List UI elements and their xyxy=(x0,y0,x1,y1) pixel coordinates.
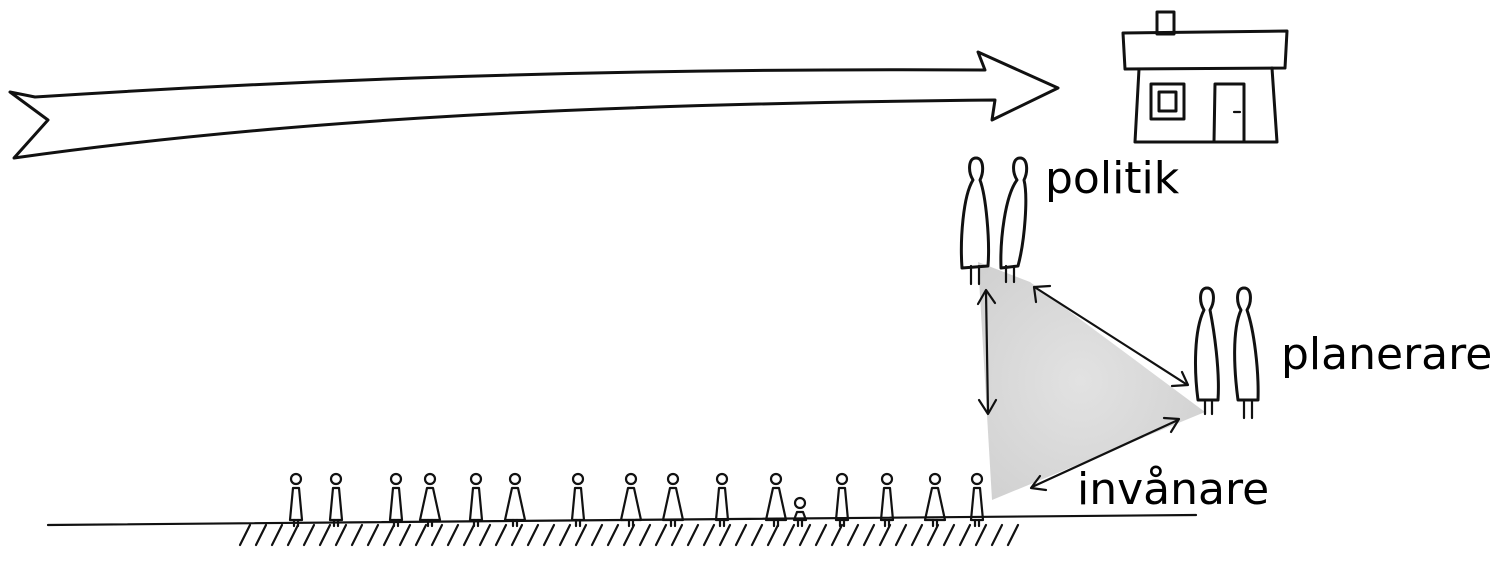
hatch-mark xyxy=(398,523,412,547)
hatch-mark xyxy=(686,523,700,547)
person-icon xyxy=(714,472,730,528)
person-icon xyxy=(834,472,850,528)
hatch-mark xyxy=(894,523,908,547)
hatch-mark xyxy=(798,523,812,547)
hatch-mark xyxy=(878,523,892,547)
hatch-mark xyxy=(254,523,268,547)
hatch-mark xyxy=(238,523,252,547)
person-icon xyxy=(503,472,527,528)
hatch-mark xyxy=(718,523,732,547)
hatch-mark xyxy=(846,523,860,547)
person-icon xyxy=(328,472,344,528)
person-icon xyxy=(570,472,586,528)
hatch-mark xyxy=(782,523,796,547)
label-politik: politik xyxy=(1045,153,1180,204)
double-arrow xyxy=(976,288,998,416)
hatch-mark xyxy=(622,523,636,547)
person-icon xyxy=(661,472,685,528)
hatch-mark xyxy=(734,523,748,547)
interaction-triangle xyxy=(978,262,1205,500)
hatch-mark xyxy=(478,523,492,547)
hatch-mark xyxy=(270,523,284,547)
hatch-mark xyxy=(766,523,780,547)
hatch-mark xyxy=(302,523,316,547)
person-icon xyxy=(468,472,484,528)
hatch-mark xyxy=(430,523,444,547)
hatch-mark xyxy=(974,523,988,547)
hatch-mark xyxy=(750,523,764,547)
invanare-group xyxy=(288,472,985,528)
person-icon xyxy=(999,156,1029,284)
label-invanare: invånare xyxy=(1077,464,1270,515)
person-icon xyxy=(959,156,991,286)
hatch-mark xyxy=(382,523,396,547)
hatch-mark xyxy=(958,523,972,547)
hatch-mark xyxy=(286,523,300,547)
hatch-mark xyxy=(574,523,588,547)
hatch-mark xyxy=(910,523,924,547)
hatch-mark xyxy=(462,523,476,547)
hatch-mark xyxy=(414,523,428,547)
double-arrow xyxy=(1032,284,1190,388)
hatch-mark xyxy=(446,523,460,547)
hatch-mark xyxy=(558,523,572,547)
hatch-mark xyxy=(318,523,332,547)
label-planerare: planerare xyxy=(1281,329,1493,380)
politik-group xyxy=(959,156,1029,286)
hatch-mark xyxy=(526,523,540,547)
hatch-mark xyxy=(862,523,876,547)
person-icon xyxy=(1194,286,1220,416)
hatch-mark xyxy=(510,523,524,547)
hatch-mark xyxy=(590,523,604,547)
person-icon xyxy=(969,472,985,528)
person-icon xyxy=(879,472,895,528)
hatch-mark xyxy=(830,523,844,547)
big-arrow xyxy=(8,50,1060,160)
person-icon xyxy=(764,472,788,528)
hatch-mark xyxy=(334,523,348,547)
person-icon xyxy=(418,472,442,528)
person-icon xyxy=(288,472,304,528)
double-arrow xyxy=(1029,416,1181,492)
hatch-mark xyxy=(990,523,1004,547)
hatch-mark xyxy=(702,523,716,547)
planerare-group xyxy=(1194,286,1260,420)
hatch-mark xyxy=(542,523,556,547)
hatch-mark xyxy=(366,523,380,547)
hatch-mark xyxy=(942,523,956,547)
person-icon xyxy=(923,472,947,528)
hatch-mark xyxy=(494,523,508,547)
hatch-mark xyxy=(926,523,940,547)
hatch-mark xyxy=(350,523,364,547)
hatch-mark xyxy=(670,523,684,547)
ground-hatching xyxy=(238,523,1020,547)
hatch-mark xyxy=(638,523,652,547)
person-icon xyxy=(1233,286,1260,420)
person-icon xyxy=(388,472,404,528)
hatch-mark xyxy=(814,523,828,547)
person-icon xyxy=(792,496,808,528)
house-icon xyxy=(1121,10,1289,144)
hatch-mark xyxy=(606,523,620,547)
person-icon xyxy=(619,472,643,528)
hatch-mark xyxy=(1006,523,1020,547)
hatch-mark xyxy=(654,523,668,547)
